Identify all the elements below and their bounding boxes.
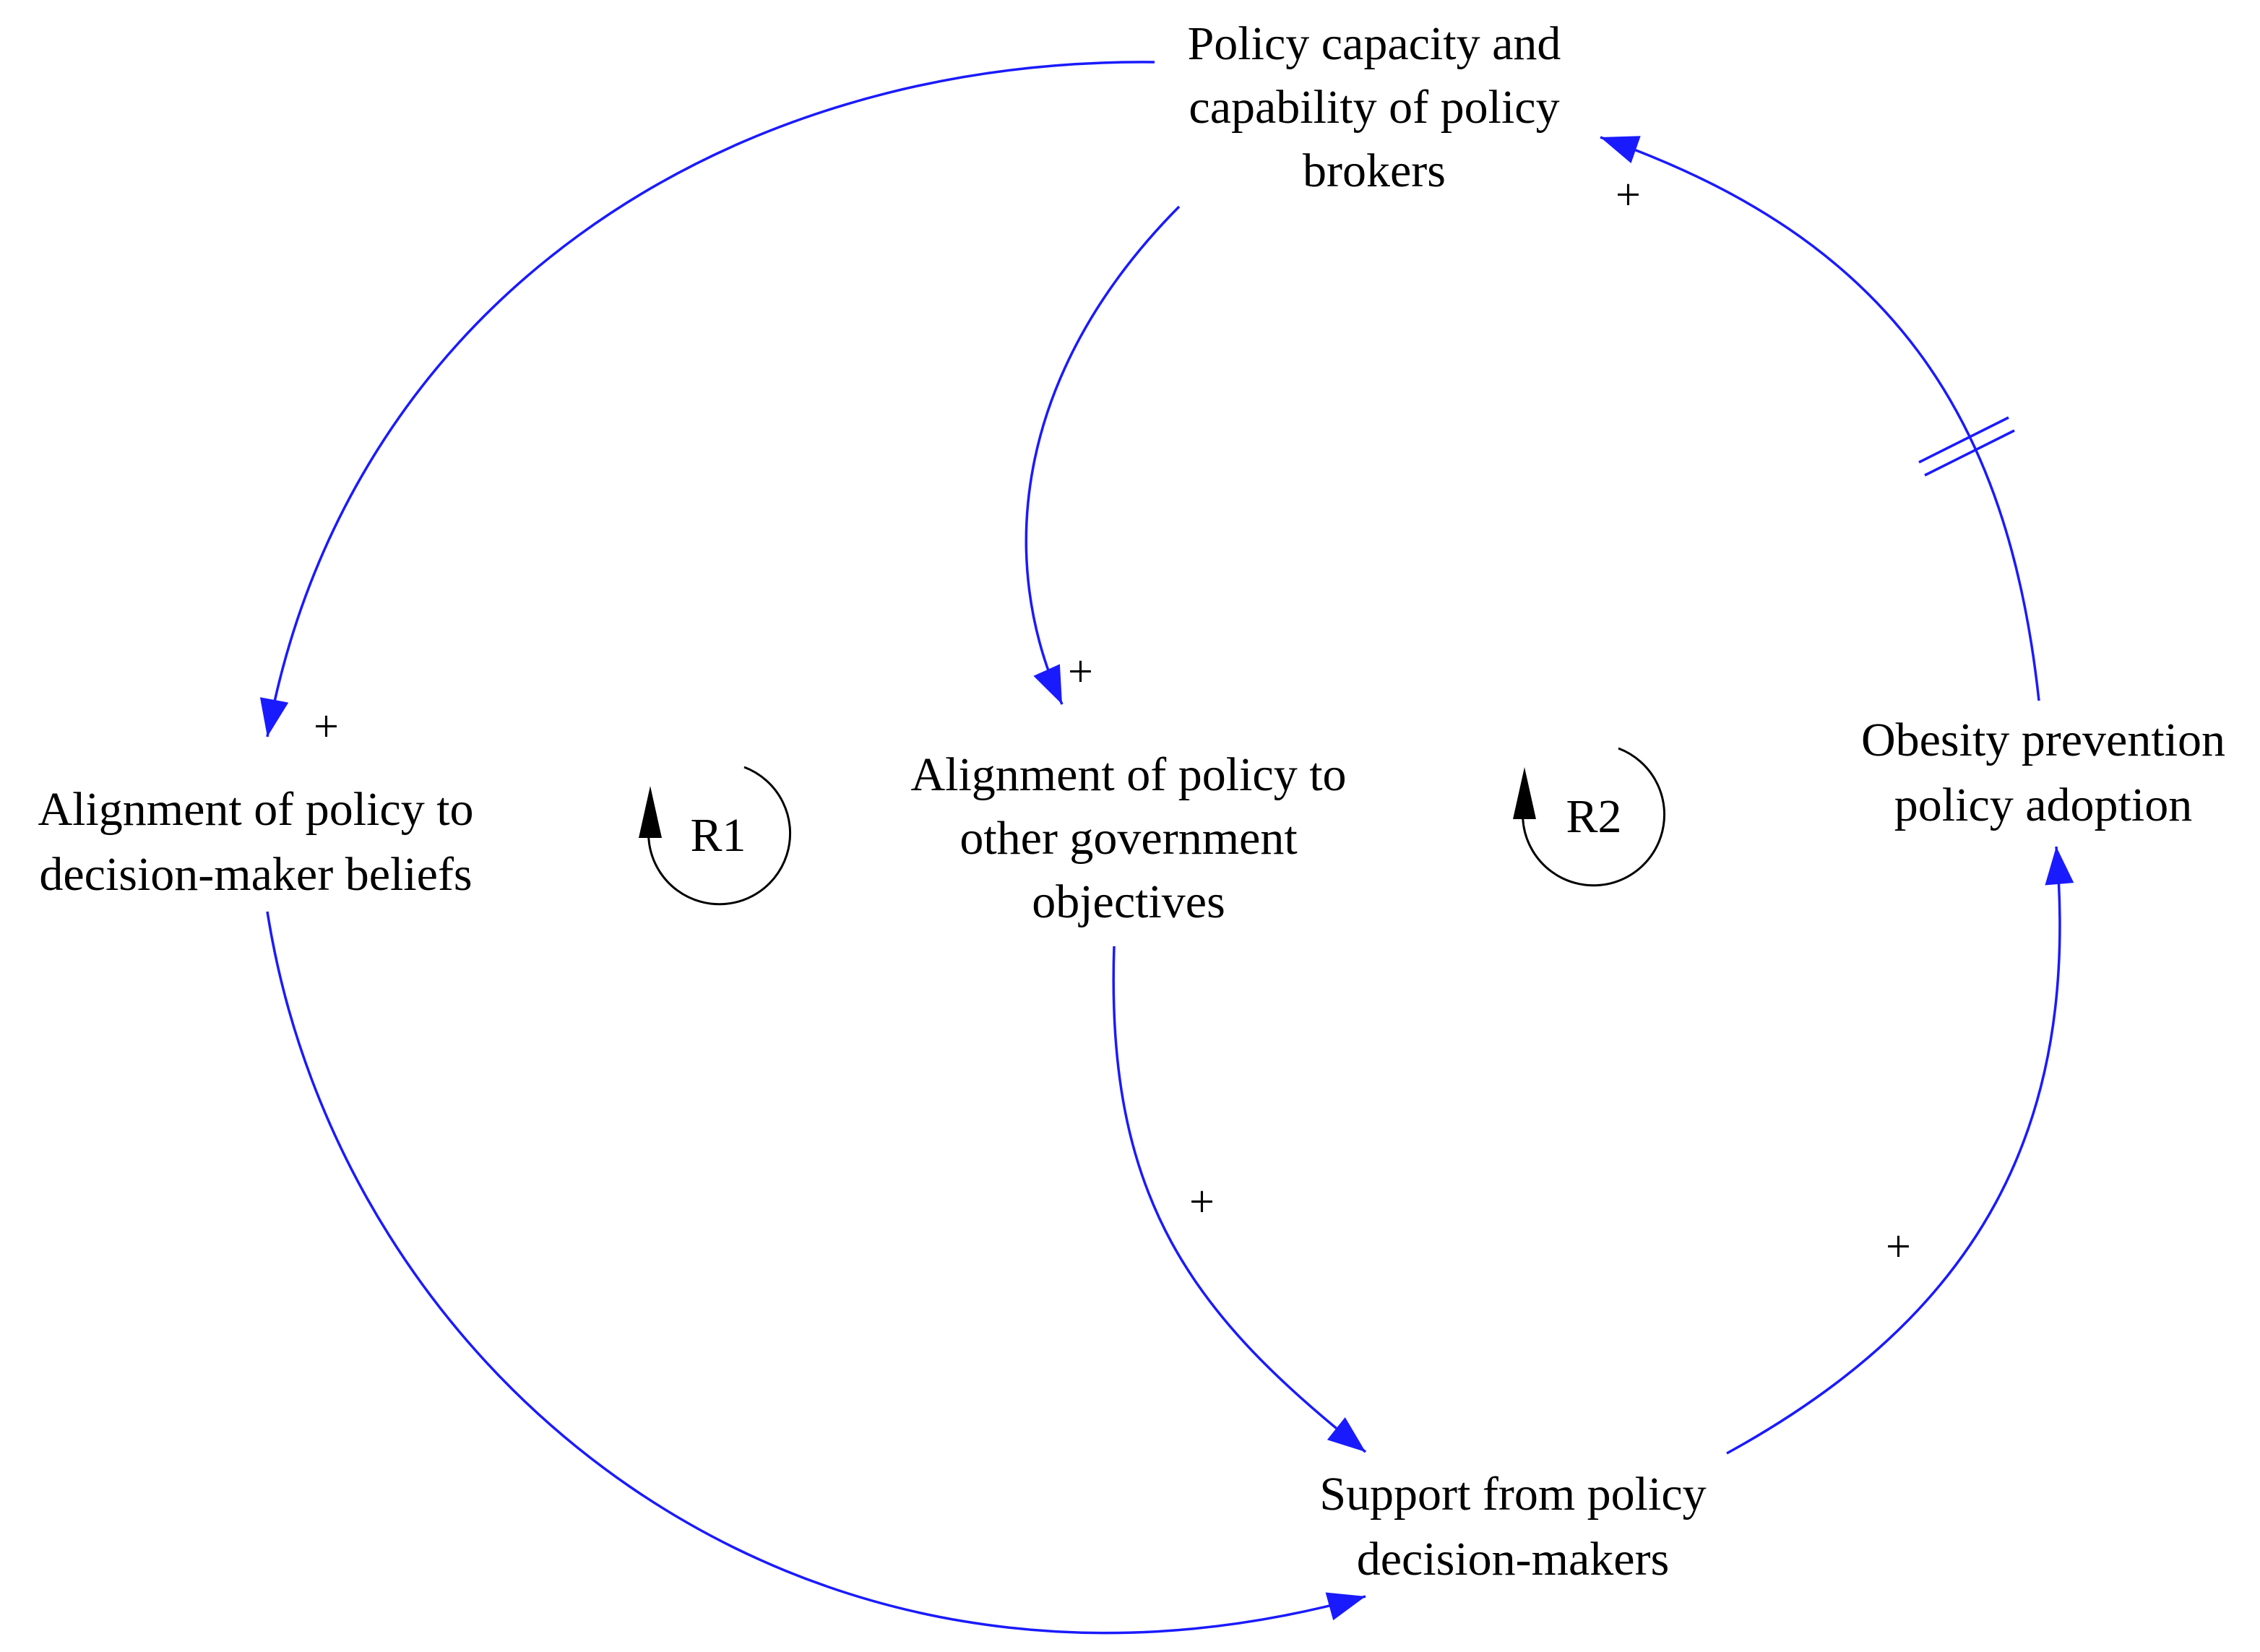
polarity-adoption-to-capacity: + xyxy=(1616,170,1641,220)
node-alignment-objectives-line-3: objectives xyxy=(1032,875,1225,928)
node-obesity-adoption: Obesity prevention policy adoption xyxy=(1861,714,2225,831)
links xyxy=(259,61,2074,1635)
arrowhead-capacity-to-objectives xyxy=(1033,664,1062,704)
arrowhead-capacity-to-beliefs xyxy=(259,697,289,737)
link-capacity-to-beliefs xyxy=(266,61,1155,738)
node-policy-capacity: Policy capacity and capability of policy… xyxy=(1188,17,1561,197)
node-policy-capacity-line-2: capability of policy xyxy=(1189,81,1559,134)
loop-r2: R2 xyxy=(1513,747,1665,887)
link-objectives-to-support xyxy=(1112,946,1367,1453)
polarity-objectives-to-support: + xyxy=(1189,1177,1215,1227)
loop-r2-arc xyxy=(1522,747,1665,887)
delay-mark xyxy=(1918,416,2015,477)
loop-r1-arrow xyxy=(639,786,662,838)
delay-line-1 xyxy=(1918,416,2009,464)
link-adoption-to-capacity xyxy=(1600,136,2040,701)
link-capacity-to-objectives xyxy=(1025,205,1181,705)
loop-r1-label: R1 xyxy=(690,809,746,862)
node-obesity-adoption-line-2: policy adoption xyxy=(1894,779,2192,831)
node-alignment-beliefs-line-1: Alignment of policy to xyxy=(38,783,473,836)
arrowhead-objectives-to-support xyxy=(1327,1417,1366,1452)
link-beliefs-to-support xyxy=(266,911,1366,1635)
link-support-to-adoption xyxy=(1726,846,2061,1455)
node-alignment-objectives-line-1: Alignment of policy to xyxy=(910,748,1346,801)
node-alignment-beliefs-line-2: decision-maker beliefs xyxy=(39,848,472,901)
arrowhead-support-to-adoption xyxy=(2045,847,2074,886)
arrowhead-adoption-to-capacity xyxy=(1600,136,1641,163)
loop-r1-arc xyxy=(647,766,791,906)
node-alignment-beliefs: Alignment of policy to decision-maker be… xyxy=(38,783,473,901)
node-support-decision-makers: Support from policy decision-makers xyxy=(1319,1468,1706,1586)
loop-r2-label: R2 xyxy=(1566,790,1621,843)
arrowhead-beliefs-to-support xyxy=(1325,1592,1366,1621)
polarity-capacity-to-beliefs: + xyxy=(314,702,339,751)
node-alignment-objectives: Alignment of policy to other government … xyxy=(910,748,1346,928)
node-obesity-adoption-line-1: Obesity prevention xyxy=(1861,714,2225,766)
node-support-decision-makers-line-2: decision-makers xyxy=(1357,1533,1670,1586)
loop-r1: R1 xyxy=(639,766,791,906)
delay-line-2 xyxy=(1924,429,2015,477)
loop-r2-arrow xyxy=(1513,767,1536,819)
node-policy-capacity-line-1: Policy capacity and xyxy=(1188,17,1561,70)
polarity-capacity-to-objectives: + xyxy=(1068,647,1093,696)
node-support-decision-makers-line-1: Support from policy xyxy=(1319,1468,1706,1521)
node-alignment-objectives-line-2: other government xyxy=(959,812,1297,865)
polarity-signs: + + + + + xyxy=(314,170,1911,1271)
polarity-support-to-adoption: + xyxy=(1886,1222,1911,1271)
node-policy-capacity-line-3: brokers xyxy=(1303,144,1446,197)
